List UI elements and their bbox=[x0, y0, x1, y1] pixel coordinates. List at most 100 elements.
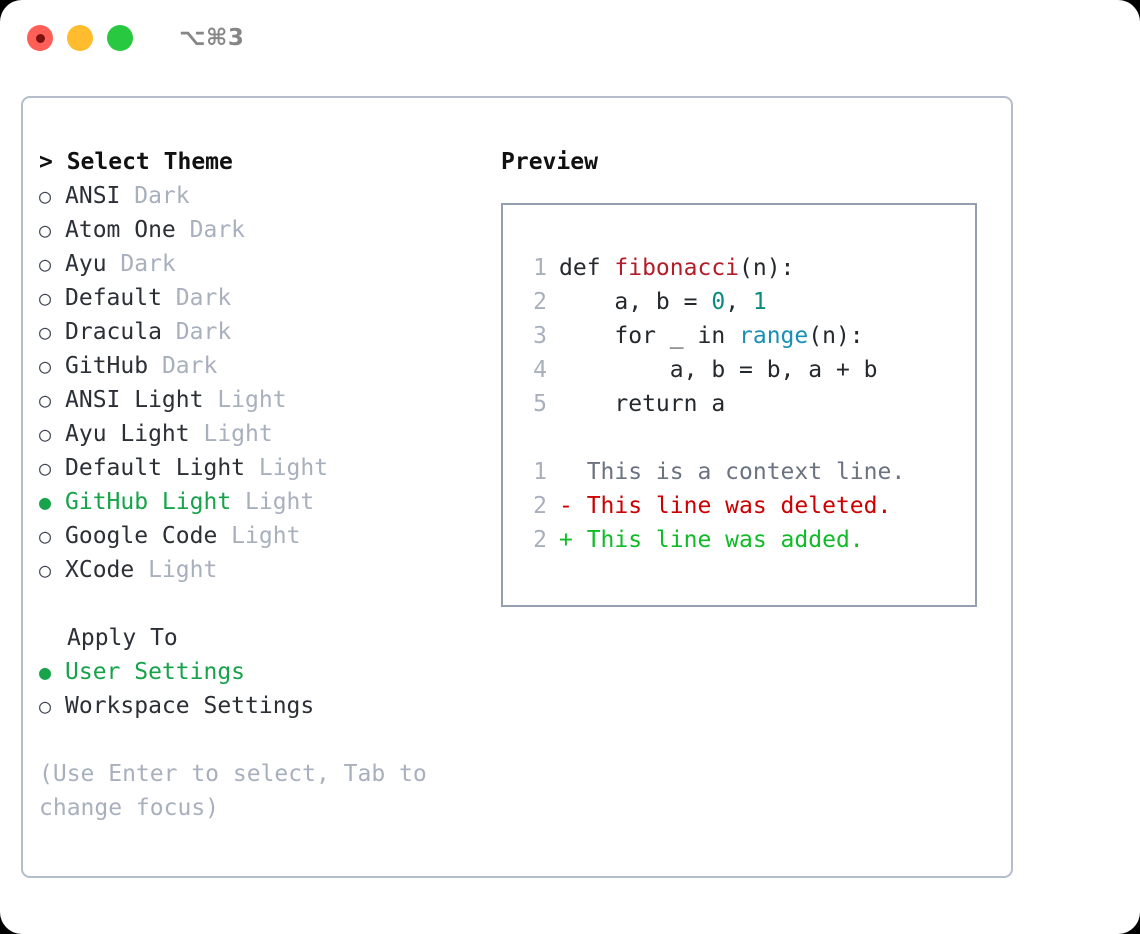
apply-to-option-label: Workspace Settings bbox=[65, 693, 315, 719]
theme-option-category: Light bbox=[245, 455, 329, 481]
radio-selected-icon: ● bbox=[39, 490, 52, 514]
line-number: 2 bbox=[533, 289, 547, 315]
diff-sample: 1 This is a context line. 2 - This line wa… bbox=[503, 455, 975, 557]
line-number: 2 bbox=[533, 527, 547, 553]
radio-unselected-icon: ○ bbox=[39, 558, 52, 582]
radio-unselected-icon: ○ bbox=[39, 320, 52, 344]
theme-option-row[interactable]: ○GitHub Dark bbox=[39, 349, 489, 383]
code-line: 4 a, b = b, a + b bbox=[503, 353, 975, 387]
theme-option-label: Default bbox=[65, 285, 162, 311]
code-token: (n): bbox=[739, 255, 795, 281]
line-number: 1 bbox=[533, 255, 547, 281]
theme-option-category: Dark bbox=[106, 251, 176, 277]
theme-option-category: Dark bbox=[148, 353, 218, 379]
theme-option-label: Google Code bbox=[65, 523, 218, 549]
panel-content: > Select Theme ○ANSI Dark○Atom One Dark○… bbox=[23, 98, 1011, 876]
theme-option-row[interactable]: ○ XCode Light bbox=[39, 553, 489, 587]
section-spacer bbox=[39, 587, 489, 621]
main-panel: > Select Theme ○ANSI Dark○Atom One Dark○… bbox=[21, 96, 1013, 878]
diff-line-text: - This line was deleted. bbox=[559, 493, 892, 519]
theme-option-row[interactable]: ○ Dracula Dark bbox=[39, 315, 489, 349]
diff-line-text: + This line was added. bbox=[559, 527, 864, 553]
page-title: > Select Theme bbox=[39, 149, 233, 175]
recording-indicator-icon bbox=[35, 33, 45, 43]
code-token: return a bbox=[559, 391, 726, 417]
theme-option-category: Dark bbox=[161, 285, 232, 311]
line-number: 3 bbox=[533, 323, 547, 349]
code-token: (n): bbox=[808, 323, 864, 349]
radio-unselected-icon: ○ bbox=[39, 184, 52, 208]
radio-unselected-icon: ○ bbox=[39, 388, 52, 412]
theme-option-category: Dark bbox=[175, 217, 246, 243]
code-token: def bbox=[559, 255, 615, 281]
theme-option-label: ANSI bbox=[65, 183, 121, 209]
apply-to-option-row[interactable]: ○Workspace Settings bbox=[39, 689, 489, 723]
theme-option-label: Default Light bbox=[65, 455, 246, 481]
apply-to-heading: Apply To bbox=[67, 625, 178, 651]
radio-unselected-icon: ○ bbox=[39, 456, 52, 480]
theme-option-label: ANSI Light bbox=[65, 387, 204, 413]
theme-option-row[interactable]: ○ Ayu Light Light bbox=[39, 417, 489, 451]
theme-option-label: Dracula bbox=[65, 319, 162, 345]
theme-option-row[interactable]: ● GitHub Light Light bbox=[39, 485, 489, 519]
code-line: 3 for _ in range(n): bbox=[503, 319, 975, 353]
code-token: a, b = bbox=[559, 289, 712, 315]
theme-option-label: XCode bbox=[65, 557, 135, 583]
theme-option-row[interactable]: ○ Atom One Dark bbox=[39, 213, 489, 247]
line-number: 1 bbox=[533, 459, 547, 485]
theme-option-row[interactable]: ○Default Dark bbox=[39, 281, 489, 315]
radio-unselected-icon: ○ bbox=[39, 218, 52, 242]
title-bar: ⌥⌘3 bbox=[0, 0, 1140, 76]
apply-to-option-label: User Settings bbox=[65, 659, 246, 685]
radio-unselected-icon: ○ bbox=[39, 422, 52, 446]
theme-option-category: Light bbox=[217, 523, 301, 549]
theme-option-category: Light bbox=[203, 387, 287, 413]
diff-line-text: This is a context line. bbox=[559, 459, 906, 485]
diff-line: 1 This is a context line. bbox=[503, 455, 975, 489]
theme-option-row[interactable]: ○ Ayu Dark bbox=[39, 247, 489, 281]
radio-selected-icon: ● bbox=[39, 660, 52, 684]
theme-option-label: Atom One bbox=[65, 217, 176, 243]
diff-line: 2 - This line was deleted. bbox=[503, 489, 975, 523]
theme-option-category: Light bbox=[134, 557, 218, 583]
radio-unselected-icon: ○ bbox=[39, 252, 52, 276]
radio-unselected-icon: ○ bbox=[39, 524, 52, 548]
code-line: 2 a, b = 0, 1 bbox=[503, 285, 975, 319]
theme-option-row[interactable]: ○ Google Code Light bbox=[39, 519, 489, 553]
preview-title: Preview bbox=[501, 149, 598, 175]
window-controls bbox=[27, 25, 133, 51]
theme-option-row[interactable]: ○ Default Light Light bbox=[39, 451, 489, 485]
line-number: 4 bbox=[533, 357, 547, 383]
close-button[interactable] bbox=[27, 25, 53, 51]
apply-to-option-list: ● User Settings ○Workspace Settings bbox=[39, 655, 489, 723]
theme-selector-column: > Select Theme ○ANSI Dark○Atom One Dark○… bbox=[39, 145, 489, 825]
code-token: 1 bbox=[752, 289, 767, 315]
line-number: 2 bbox=[533, 493, 547, 519]
code-token: a, b = b, a + b bbox=[559, 357, 878, 383]
line-number: 5 bbox=[533, 391, 547, 417]
maximize-button[interactable] bbox=[107, 25, 133, 51]
code-line: 5 return a bbox=[503, 387, 975, 421]
apply-to-option-row[interactable]: ● User Settings bbox=[39, 655, 489, 689]
code-token: for _ in bbox=[559, 323, 740, 349]
theme-option-category: Light bbox=[189, 421, 273, 447]
code-token: 0 bbox=[711, 289, 726, 315]
theme-option-category: Dark bbox=[161, 319, 232, 345]
code-token: , bbox=[725, 289, 753, 315]
theme-option-category: Light bbox=[231, 489, 315, 515]
minimize-button[interactable] bbox=[67, 25, 93, 51]
theme-option-label: GitHub Light bbox=[65, 489, 232, 515]
theme-option-label: Ayu bbox=[65, 251, 107, 277]
radio-unselected-icon: ○ bbox=[39, 354, 52, 378]
code-diff-spacer bbox=[503, 421, 975, 455]
keyboard-hint-text: (Use Enter to select, Tab to change focu… bbox=[39, 761, 427, 821]
theme-option-category: Dark bbox=[120, 183, 190, 209]
code-token: range bbox=[739, 323, 809, 349]
theme-option-row[interactable]: ○ ANSI Light Light bbox=[39, 383, 489, 417]
theme-option-label: Ayu Light bbox=[65, 421, 190, 447]
theme-option-row[interactable]: ○ ANSI Dark bbox=[39, 179, 489, 213]
